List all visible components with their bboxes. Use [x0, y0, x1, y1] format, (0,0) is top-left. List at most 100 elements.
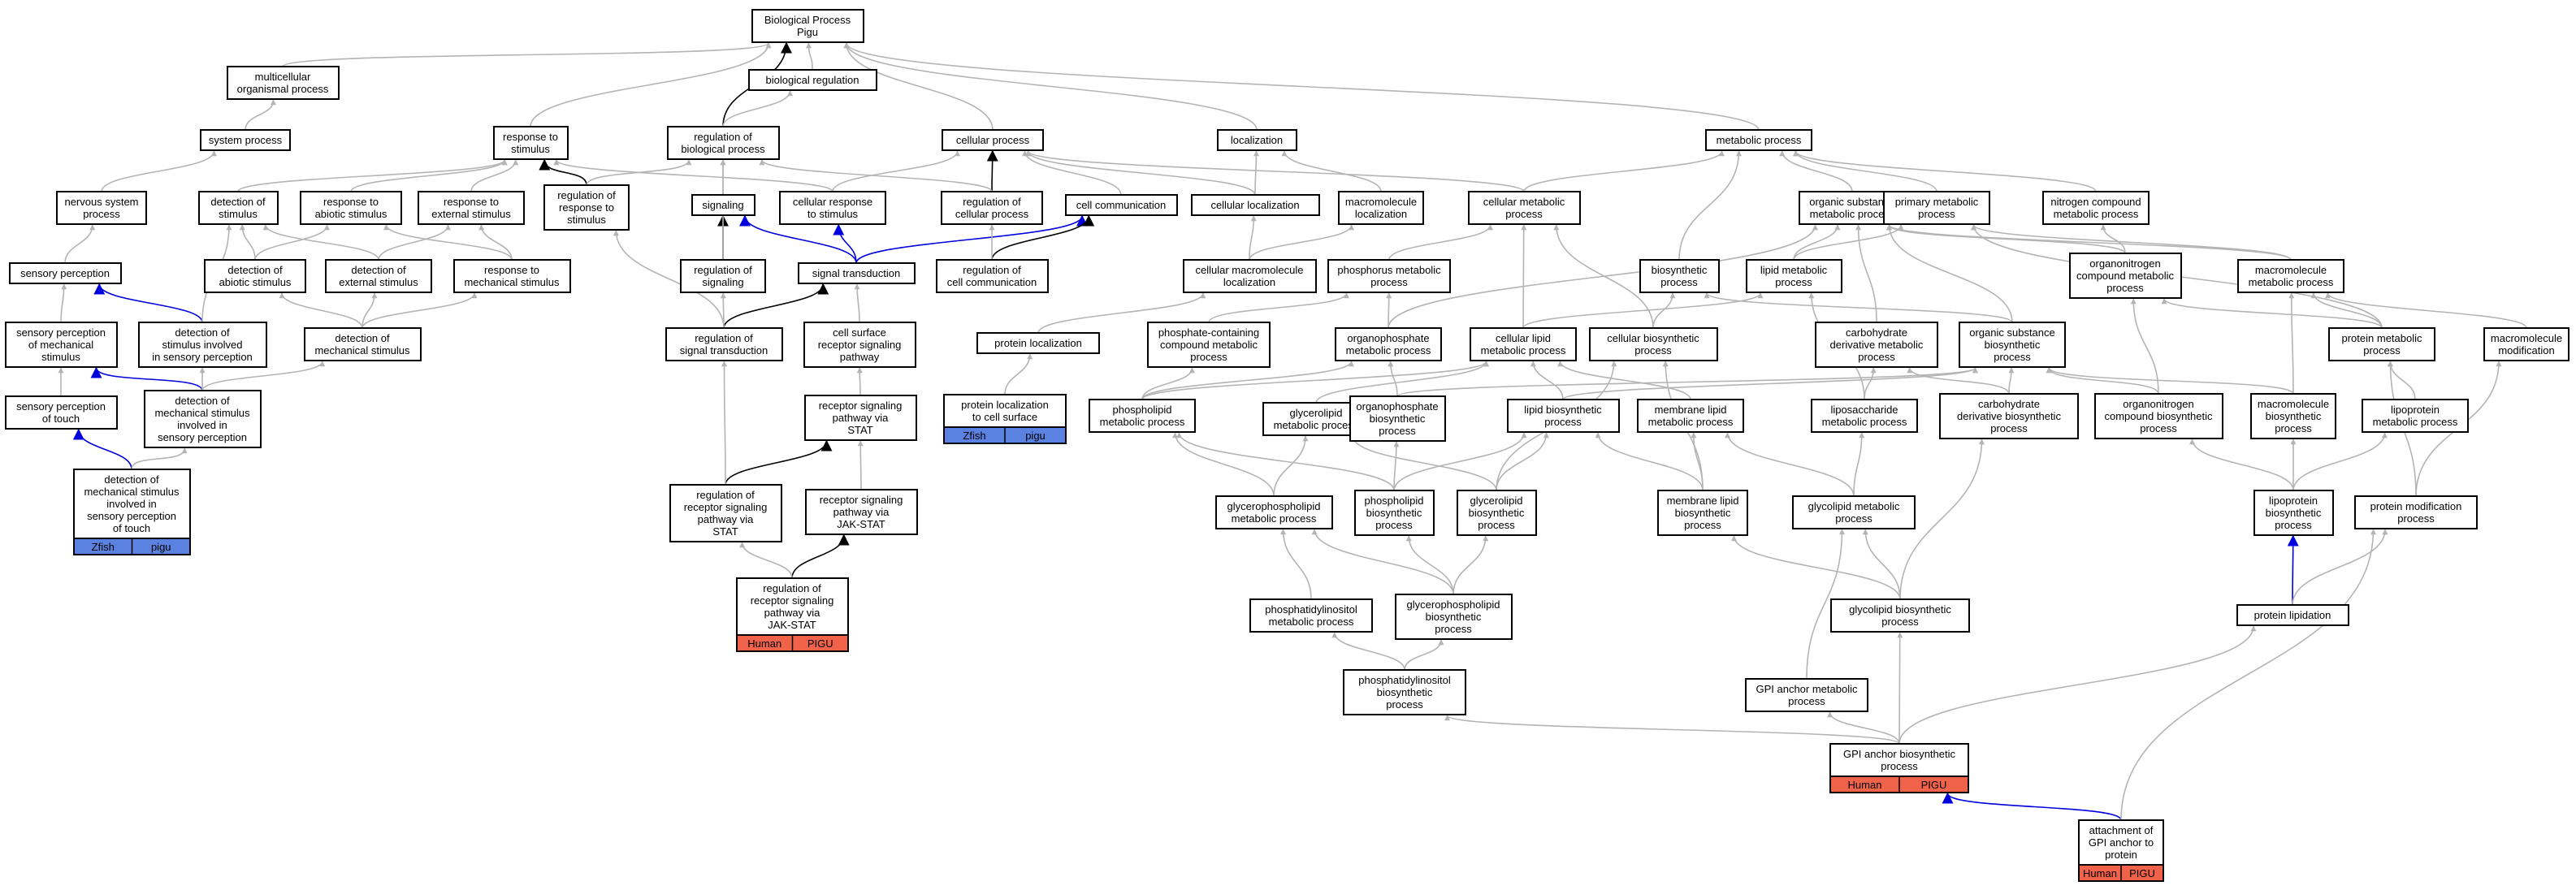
- go-term-local[interactable]: localization: [1217, 129, 1297, 151]
- go-term-sensperc[interactable]: sensory perception: [9, 262, 122, 284]
- go-term-protloc[interactable]: protein localization: [976, 332, 1100, 354]
- species-tag: Human: [747, 637, 781, 650]
- go-term-bioreg[interactable]: biological regulation: [748, 69, 877, 91]
- go-term-sysproc[interactable]: system process: [200, 129, 291, 151]
- go-term-cellloc[interactable]: cellular localization: [1191, 194, 1320, 216]
- go-term-signaling[interactable]: signaling: [691, 194, 755, 216]
- node-box: [1215, 495, 1333, 529]
- node-box: [144, 390, 262, 448]
- gene-tag: PIGU: [2129, 867, 2155, 879]
- edge-macrobio-to-orgsubbio: [2046, 367, 2294, 395]
- node-box: [2354, 495, 2478, 529]
- go-term-cellproc[interactable]: cellular process: [942, 129, 1044, 151]
- go-term-protlip[interactable]: protein lipidation: [2236, 604, 2349, 626]
- node-box: [9, 262, 122, 284]
- edge-cellmacroloc-to-macroloc: [1249, 224, 1355, 261]
- node-box: [1939, 393, 2079, 439]
- go-term-sigtrans[interactable]: signal transduction: [798, 262, 916, 284]
- node-label-line: localization: [1231, 134, 1283, 146]
- node-label-line: cellular process: [956, 134, 1030, 146]
- node-label-line: process: [1386, 698, 1423, 711]
- node-box: [2250, 393, 2336, 439]
- node-label-line: cellular process: [955, 208, 1029, 220]
- go-term-metab[interactable]: metabolic process: [1705, 129, 1812, 151]
- node-label-line: regulation of: [695, 332, 753, 344]
- go-term-cellcomm[interactable]: cell communication: [1065, 194, 1178, 216]
- node-label-line: metabolic process: [1100, 416, 1185, 428]
